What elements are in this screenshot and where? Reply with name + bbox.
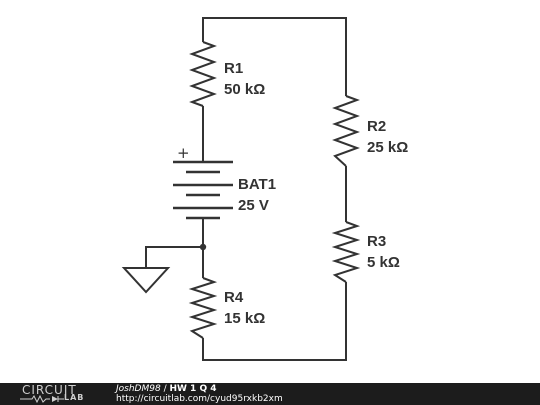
wire-top xyxy=(202,17,347,96)
resistor-r3 xyxy=(331,221,361,283)
r4-name-label: R4 xyxy=(224,289,244,306)
resistor-r1 xyxy=(189,41,217,107)
node-dot xyxy=(199,243,207,251)
circuit-info: JoshDM98 / HW 1 Q 4 http://circuitlab.co… xyxy=(116,384,283,404)
bat1-value-label: 25 V xyxy=(238,197,269,214)
r1-value-label: 50 kΩ xyxy=(224,81,265,98)
author-title-line: JoshDM98 / HW 1 Q 4 xyxy=(116,384,283,394)
wire-ground xyxy=(145,246,203,268)
logo-text-top: CIRCUIT xyxy=(22,383,77,397)
logo-text-bottom: LAB xyxy=(64,393,85,402)
title-separator: / xyxy=(160,384,170,394)
r3-name-label: R3 xyxy=(367,233,386,250)
footer-bar: CIRCUIT LAB JoshDM98 / HW 1 Q 4 http://c… xyxy=(0,383,540,405)
wire-bottom xyxy=(202,282,347,361)
resistor-r2 xyxy=(332,95,360,167)
logo-resistor-icon xyxy=(20,395,64,403)
r4-value-label: 15 kΩ xyxy=(224,310,265,327)
circuitlab-logo[interactable]: CIRCUIT LAB xyxy=(4,383,104,404)
username-link[interactable]: JoshDM98 xyxy=(116,384,161,394)
battery-bat1 xyxy=(173,160,233,220)
resistor-r4 xyxy=(188,277,218,339)
bat1-name-label: BAT1 xyxy=(238,176,276,193)
ground-symbol xyxy=(121,267,171,294)
circuit-title: HW 1 Q 4 xyxy=(169,384,217,394)
r3-value-label: 5 kΩ xyxy=(367,254,400,271)
r2-value-label: 25 kΩ xyxy=(367,139,408,156)
r1-name-label: R1 xyxy=(224,60,243,77)
circuit-url-link[interactable]: http://circuitlab.com/cyud95rxkb2xm xyxy=(116,394,283,404)
battery-plus-sign: + xyxy=(177,144,190,162)
circuit-schematic: + R1 50 kΩ R2 25 kΩ BAT1 25 V R3 5 kΩ R4… xyxy=(121,17,408,361)
r2-name-label: R2 xyxy=(367,118,386,135)
